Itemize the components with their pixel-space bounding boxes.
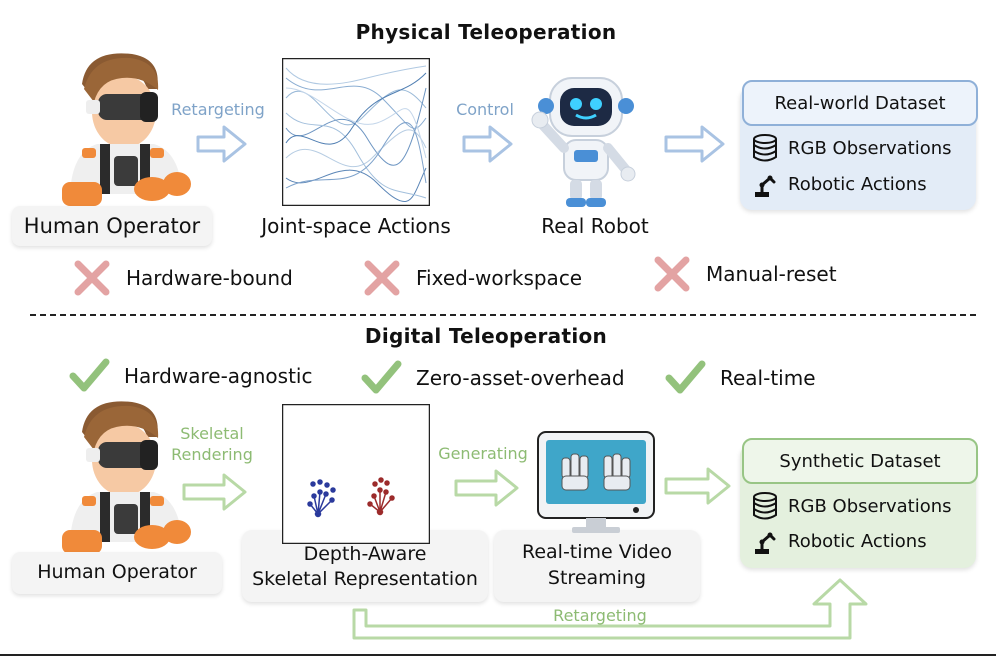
depth-aware-skeletal-label: Depth-Aware Skeletal Representation — [242, 542, 488, 591]
digital-section-title: Digital Teleoperation — [364, 324, 608, 348]
video-streaming-panel — [494, 530, 700, 602]
cross-icon — [654, 256, 690, 292]
video-streaming-line1: Real-time Video — [521, 541, 672, 563]
limitation-label: Fixed-workspace — [416, 266, 583, 290]
retargeting-feedback-label: Retargeting — [553, 606, 647, 625]
advantage-label: Real-time — [720, 366, 816, 390]
database-icon — [753, 492, 777, 520]
advantage-real-time: Real-time — [664, 358, 816, 398]
video-monitor-illustration — [537, 431, 655, 533]
synthetic-rgb-observations-row: RGB Observations — [752, 492, 952, 520]
limitation-manual-reset: Manual-reset — [652, 254, 837, 294]
real-rgb-observations-label: RGB Observations — [788, 137, 952, 159]
human-operator-illustration-top — [62, 53, 191, 206]
advantage-hardware-agnostic: Hardware-agnostic — [68, 356, 312, 396]
to-synthetic-dataset-arrow — [664, 467, 731, 505]
check-icon — [665, 360, 706, 394]
generating-arrow-label: Generating — [438, 444, 528, 463]
skeletal-rendering-arrow-label: Skeletal Rendering — [160, 424, 264, 466]
real-robot-illustration — [531, 77, 636, 207]
real-rgb-observations-row: RGB Observations — [752, 134, 952, 162]
check-icon — [361, 360, 402, 394]
video-streaming-line2: Streaming — [547, 566, 647, 589]
retargeting-arrow-label: Retargeting — [171, 100, 265, 119]
advantage-zero-asset-overhead: Zero-asset-overhead — [360, 358, 625, 398]
generating-arrow — [454, 469, 519, 507]
physical-section-title: Physical Teleoperation — [355, 20, 617, 44]
synthetic-robotic-actions-row: Robotic Actions — [752, 527, 927, 555]
skeletal-rendering-arrow — [182, 473, 247, 511]
human-operator-label-top: Human Operator — [12, 206, 212, 246]
limitation-fixed-workspace: Fixed-workspace — [362, 258, 582, 298]
depth-aware-line2: Skeletal Representation — [252, 567, 478, 590]
limitation-label: Hardware-bound — [126, 266, 293, 290]
synthetic-rgb-observations-label: RGB Observations — [788, 495, 952, 517]
skeletal-representation-image — [282, 404, 430, 544]
joint-space-actions-label: Joint-space Actions — [261, 214, 451, 238]
cross-icon — [74, 260, 110, 296]
to-real-dataset-arrow — [664, 125, 725, 163]
advantage-label: Zero-asset-overhead — [416, 366, 625, 390]
skeletal-rendering-line1: Skeletal — [180, 424, 244, 443]
video-streaming-label: Real-time Video Streaming — [494, 540, 700, 591]
human-operator-illustration-bottom — [62, 401, 191, 554]
database-icon — [753, 134, 777, 162]
robot-arm-icon — [755, 175, 776, 197]
limitation-label: Manual-reset — [706, 262, 837, 286]
retargeting-feedback-arrow — [352, 578, 868, 640]
retargeting-arrow — [196, 125, 247, 163]
real-robot-label: Real Robot — [541, 214, 649, 238]
left-hand-skeleton — [307, 479, 336, 518]
check-icon — [69, 358, 110, 392]
limitation-hardware-bound: Hardware-bound — [72, 258, 293, 298]
real-world-dataset-title: Real-world Dataset — [742, 80, 978, 126]
cross-icon — [364, 260, 400, 296]
depth-aware-line1: Depth-Aware — [303, 543, 427, 565]
bottom-rule — [0, 654, 996, 656]
synthetic-robotic-actions-label: Robotic Actions — [788, 530, 927, 552]
right-hand-skeleton — [367, 477, 395, 516]
joint-space-actions-plot — [282, 58, 430, 206]
synthetic-dataset-title: Synthetic Dataset — [742, 438, 978, 484]
section-divider — [30, 314, 976, 316]
control-arrow — [462, 125, 513, 163]
human-operator-label-bottom: Human Operator — [12, 552, 222, 594]
real-robotic-actions-label: Robotic Actions — [788, 173, 927, 195]
real-robotic-actions-row: Robotic Actions — [752, 170, 927, 198]
skeletal-rendering-line2: Rendering — [171, 444, 253, 464]
robot-arm-icon — [755, 532, 776, 554]
advantage-label: Hardware-agnostic — [124, 364, 313, 388]
control-arrow-label: Control — [456, 100, 514, 119]
